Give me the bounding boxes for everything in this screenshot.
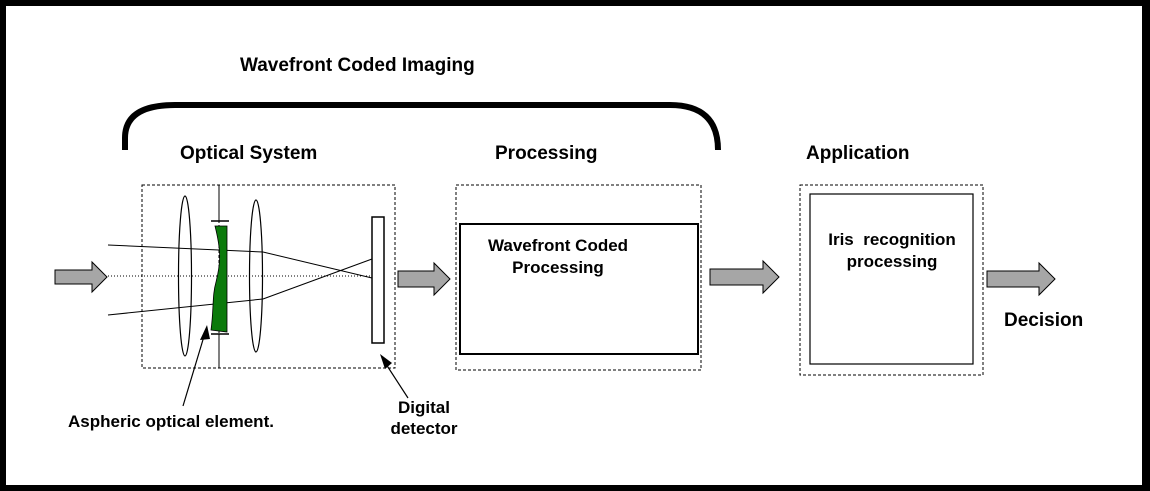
input-arrow — [54, 260, 108, 294]
optical-system-heading: Optical System — [180, 143, 318, 164]
processing-frame — [455, 184, 702, 371]
incoming-ray-top — [107, 244, 264, 253]
digital-detector-label-line-1: Digital — [398, 398, 450, 417]
wavefront-processing-line-1: Wavefront Coded — [487, 236, 629, 255]
application-heading: Application — [806, 143, 910, 164]
digital-detector-label-line-2: detector — [390, 419, 458, 438]
aspheric-element-label: Aspheric optical element. — [68, 412, 274, 431]
aspheric-callout-head — [200, 325, 210, 340]
digital-detector — [371, 216, 385, 344]
converging-ray-top — [262, 251, 373, 279]
iris-processing-line-1: Iris recognition — [828, 230, 956, 249]
iris-processing-line-2: processing — [846, 252, 938, 271]
application-frame — [799, 184, 984, 376]
aspheric-element — [210, 225, 228, 333]
processing-heading: Processing — [495, 143, 598, 164]
decision-label: Decision — [1004, 310, 1084, 331]
processing-to-application-arrow — [709, 259, 780, 295]
detector-to-processing-arrow — [397, 261, 451, 297]
incoming-ray-bottom — [107, 298, 264, 316]
wavefront-coded-bracket — [122, 102, 721, 151]
wavefront-processing-line-2: Processing — [512, 258, 604, 277]
first-lens — [177, 195, 193, 357]
application-to-decision-arrow — [986, 261, 1056, 297]
converging-ray-bottom — [262, 258, 373, 300]
detector-callout-line — [383, 360, 409, 399]
iris-processing-box — [809, 193, 974, 365]
wavefront-processing-box — [459, 223, 699, 355]
second-lens — [248, 199, 264, 353]
detector-callout-head — [380, 354, 392, 369]
diagram-title: Wavefront Coded Imaging — [240, 55, 475, 76]
aspheric-callout-line — [182, 332, 206, 407]
